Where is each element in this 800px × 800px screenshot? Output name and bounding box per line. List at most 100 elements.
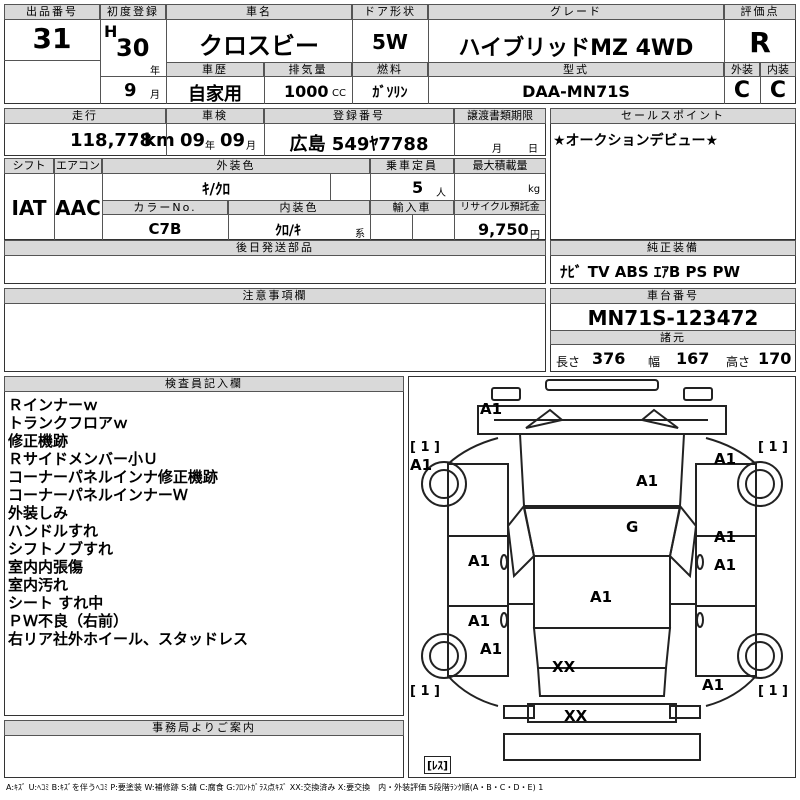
inspector-line: 修正機跡 [8,432,69,450]
int-color-label: 内装色 [228,200,370,215]
plate-label: 登録番号 [264,108,454,124]
length-label: 長さ [556,355,581,369]
spare-tire-mark: [ﾚｽ] [424,756,452,774]
inspector-line: ＰＷ不良（右前） [8,612,129,630]
capacity-unit: 人 [436,188,446,199]
car-name-label: 車名 [166,4,352,20]
inspector-line: 右リア社外ホイール、スタッドレス [8,630,249,648]
reg-year-unit: 年 [150,66,160,77]
exterior-score: C [733,78,751,103]
tire-mark: [ 1 ] [758,684,788,699]
damage-mark: G [626,518,639,536]
damage-mark: A1 [480,640,503,658]
displacement-value: 1000 [284,82,329,101]
damage-mark: XX [564,707,588,725]
capacity-label: 乗車定員 [370,158,454,174]
shift-value: IAT [11,196,47,220]
mileage-unit: km [144,130,175,151]
ac-value: AAC [55,196,101,220]
recycle-value: 9,750 [478,220,529,239]
grade-value: ハイブリッドMZ 4WD [458,36,694,61]
grade-label: グレード [428,4,724,20]
inspector-line: Ｒインナーｗ [8,396,99,414]
fuel-label: 燃料 [352,62,428,77]
inspection-year: 09 [180,130,206,151]
inspection-year-unit: 年 [205,141,215,152]
mileage-label: 走行 [4,108,166,124]
capacity-value: 5 [412,178,424,197]
max-load-unit: kg [528,184,541,195]
tire-mark: [ 1 ] [758,440,788,455]
tire-mark: [ 1 ] [410,684,440,699]
transfer-day-unit: 日 [528,144,538,155]
inspection-month-unit: 月 [246,141,256,152]
model-label: 型式 [428,62,724,77]
transfer-month-unit: 月 [492,144,502,155]
sales-point-text: ★オークションデビュー★ [553,133,719,149]
later-parts-label: 後日発送部品 [4,240,546,256]
damage-mark: A1 [468,612,491,630]
inspector-line: 室内汚れ [8,576,69,594]
top-grid [4,4,796,104]
history-label: 車歴 [166,62,264,77]
car-diagram [421,379,783,761]
inspector-line: シフトノブすれ [8,540,114,558]
door-label: ドア形状 [352,4,428,20]
car-name: クロスビー [199,32,319,60]
inspector-label: 検査員記入欄 [4,376,404,392]
import-label: 輸入車 [370,200,454,215]
color-no-value: C7B [148,220,182,238]
max-load-label: 最大積載量 [454,158,546,174]
shift-label: シフト [4,158,54,174]
transfer-label: 譲渡書類期限 [454,108,546,124]
score-value: R [749,26,771,59]
recycle-unit: 円 [530,230,540,241]
damage-mark: A1 [714,450,737,468]
inspector-line: コーナーパネルインナ修正機跡 [8,468,218,486]
damage-mark: A1 [702,676,725,694]
fuel-value: ｶﾞｿﾘﾝ [372,85,408,101]
inspector-line: 室内内張傷 [8,558,84,576]
interior-score: C [769,78,787,103]
plate-value: 広島 549ﾔ7788 [289,134,429,155]
height-value: 170 [758,349,792,368]
history-value: 自家用 [188,84,242,105]
dims-label: 諸元 [550,330,796,345]
era: H [104,22,118,41]
inspector-line: Ｒサイドメンバー小Ｕ [8,450,159,468]
first-reg-label: 初度登録 [100,4,166,20]
inspector-line: シート すれ中 [8,594,104,612]
reg-month-unit: 月 [150,90,160,101]
color-no-label: カラーNo. [102,200,228,215]
model-value: DAA-MN71S [522,82,630,101]
reg-month: 9 [124,80,137,101]
lot-label: 出品番号 [4,4,100,20]
displacement-label: 排気量 [264,62,352,77]
width-label: 幅 [648,355,661,369]
damage-mark: A1 [468,552,491,570]
notes-label: 注意事項欄 [4,288,546,304]
inspector-line: 外装しみ [8,504,69,522]
height-label: 高さ [726,355,751,369]
lot-number: 31 [32,22,72,55]
int-color-value: ｸﾛ/ｷ [274,223,302,239]
damage-mark: A1 [590,588,613,606]
inspector-box [4,376,404,716]
equipment-label: 純正装備 [550,240,796,256]
recycle-label: リサイクル預託金 [454,200,546,215]
equipment-value: ﾅﾋﾞ TV ABS ｴｱB PS PW [560,263,741,281]
inspector-line: トランクフロアｗ [8,414,129,432]
int-color-unit: 系 [355,229,365,240]
inspector-line: コーナーパネルインナーＷ [8,486,188,504]
exterior-label: 外装 [724,62,760,77]
inspector-line: ハンドルすれ [8,522,99,540]
ext-color-value: ｷ/ｸﾛ [202,180,230,198]
ac-label: エアコン [54,158,102,174]
score-label: 評価点 [724,4,796,20]
damage-mark: A1 [714,528,737,546]
inspection-month: 09 [220,130,246,151]
chassis-label: 車台番号 [550,288,796,304]
damage-mark: XX [552,658,576,676]
ext-color-label: 外装色 [102,158,370,174]
inspection-label: 車検 [166,108,264,124]
